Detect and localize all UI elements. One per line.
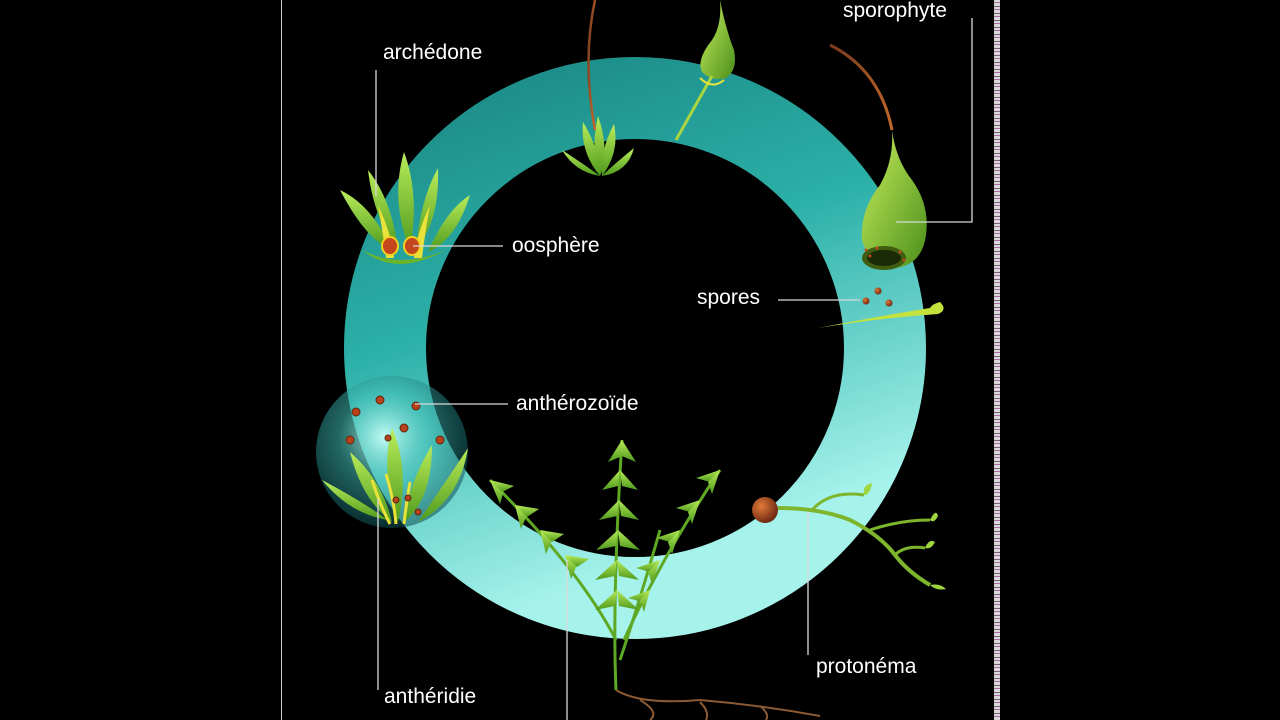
life-cycle-ring [344,57,926,639]
oosphere-egg-cell [381,236,399,256]
leader-lines [375,18,973,720]
antherozoid-cells [345,395,445,516]
young-sporophyte [674,0,735,141]
label-sporophyte: sporophyte [843,0,947,22]
mature-sporophyte [829,43,927,270]
spores-cluster [862,287,893,307]
antheridium-bubble [316,376,468,528]
frame-left-line [281,0,282,720]
label-antherozoide: anthérozoïde [516,392,639,415]
label-antheridie: anthéridie [384,685,477,708]
label-spores: spores [697,286,761,309]
label-archedone: archédone [383,41,483,64]
rhizoids [615,689,821,720]
label-oosphere: oosphère [512,234,600,257]
gametophyte-bud [562,0,634,176]
gametophyte-leaves [490,440,720,612]
leader-sporophyte [896,18,973,223]
frame-right-strip [994,0,1000,720]
germinating-filament [818,302,944,328]
germinating-spore [752,497,778,523]
label-protonema: protonéma [816,655,917,678]
protonema-filament [752,483,946,590]
